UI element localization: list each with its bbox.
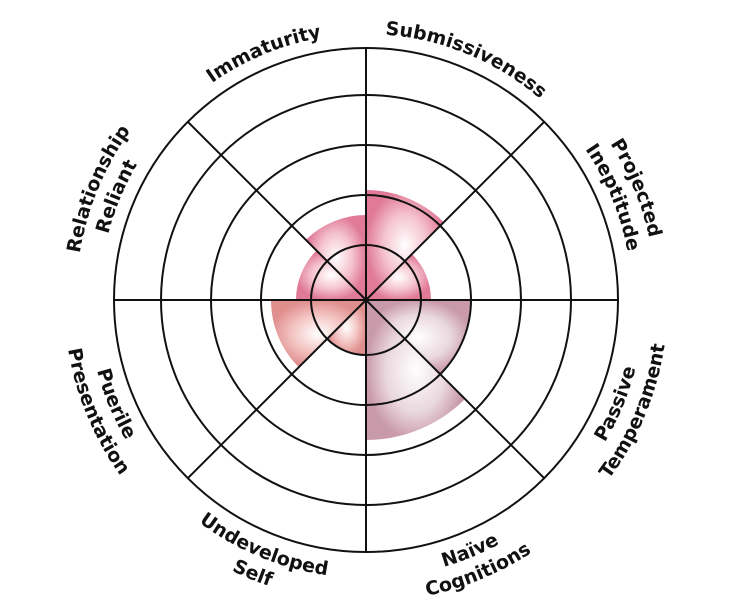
slices-layer	[271, 190, 471, 440]
category-label-immaturity-1: Immaturity	[202, 21, 323, 87]
slice-projected-ineptitude	[366, 254, 431, 300]
slice-na-ve-cognitions	[366, 300, 465, 440]
spoke-8	[187, 121, 367, 301]
spoke-6	[187, 299, 367, 479]
slice-submissiveness	[366, 190, 444, 300]
slice-puerile-presentation	[271, 300, 366, 368]
spoke-4	[365, 299, 545, 479]
slice-relationship-reliant	[296, 250, 366, 300]
category-label-submissiveness-1: Submissiveness	[385, 18, 551, 103]
slice-passive-temperament	[366, 300, 471, 375]
grid-layer	[113, 47, 619, 553]
spoke-2	[365, 121, 545, 301]
slice-undeveloped-self	[327, 300, 366, 355]
slice-immaturity	[305, 215, 366, 300]
